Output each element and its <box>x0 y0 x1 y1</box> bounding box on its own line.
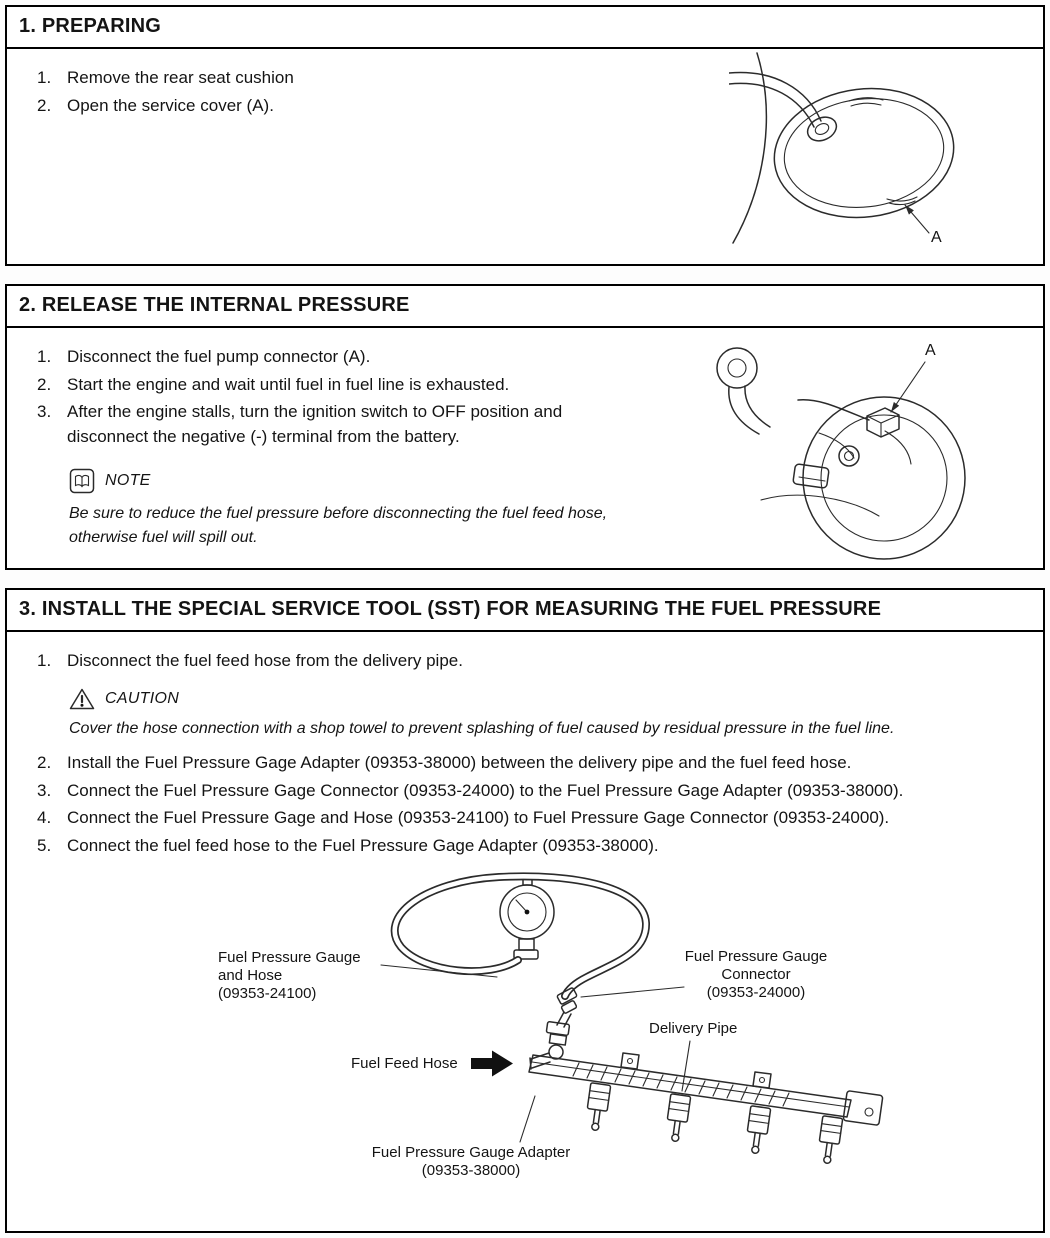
fuel-feed-arrow-icon <box>471 1050 513 1077</box>
section-3-body: 1. Disconnect the fuel feed hose from th… <box>7 632 1043 1231</box>
service-cover-figure: A <box>728 51 1039 256</box>
note-block: NOTE Be sure to reduce the fuel pressure… <box>69 468 1031 550</box>
section-release-pressure: 2. RELEASE THE INTERNAL PRESSURE 1. Disc… <box>5 284 1045 570</box>
note-label: NOTE <box>105 471 151 489</box>
step-text: Disconnect the fuel pump connector (A). <box>67 347 371 366</box>
step: 3. After the engine stalls, turn the ign… <box>37 400 631 449</box>
label-delivery-pipe: Delivery Pipe <box>649 1019 738 1037</box>
gauge-adapter <box>529 1020 571 1070</box>
section-3-steps-a: 1. Disconnect the fuel feed hose from th… <box>19 649 1031 674</box>
service-cover-drawing <box>728 52 955 244</box>
section-1-title: 1. PREPARING <box>7 7 1043 49</box>
step-text: Connect the Fuel Pressure Gage and Hose … <box>67 808 890 828</box>
injector <box>586 1082 844 1164</box>
step-number: 4. <box>37 808 52 828</box>
fuel-pump-figure: A <box>699 338 1039 560</box>
section-3-steps-b: 2. Install the Fuel Pressure Gage Adapte… <box>19 751 1031 859</box>
section-install-sst: 3. INSTALL THE SPECIAL SERVICE TOOL (SST… <box>5 587 1045 1233</box>
step-text: Open the service cover (A). <box>67 95 274 115</box>
step-text: Connect the Fuel Pressure Gage Connector… <box>67 780 904 800</box>
gauge-connector <box>556 987 578 1028</box>
step-text: Start the engine and wait until fuel in … <box>67 374 510 394</box>
section-2-title: 2. RELEASE THE INTERNAL PRESSURE <box>7 286 1043 328</box>
note-text: Be sure to reduce the fuel pressure befo… <box>69 504 608 546</box>
section-2-steps: 1. Disconnect the fuel pump connector (A… <box>19 345 631 450</box>
callout-a: A <box>925 342 936 359</box>
fuel-pressure-gauge <box>499 877 555 960</box>
step-number: 2. <box>37 753 52 773</box>
step-number: 2. <box>37 95 52 115</box>
step: 1. Disconnect the fuel feed hose from th… <box>37 649 1031 674</box>
step: 2. Open the service cover (A). <box>37 94 639 119</box>
step: 2. Install the Fuel Pressure Gage Adapte… <box>37 751 1031 776</box>
leader-lines <box>380 964 691 1143</box>
note-icon <box>69 468 95 493</box>
section-1-body: 1. Remove the rear seat cushion 2. Open … <box>7 49 1043 264</box>
step: 2. Start the engine and wait until fuel … <box>37 373 631 398</box>
step-number: 2. <box>37 374 52 394</box>
step-text: Connect the fuel feed hose to the Fuel P… <box>67 836 659 856</box>
section-1-steps: 1. Remove the rear seat cushion 2. Open … <box>19 66 639 118</box>
note-header: NOTE <box>69 468 1031 494</box>
step-number: 1. <box>37 68 52 87</box>
delivery-pipe <box>528 1052 884 1126</box>
caution-text: Cover the hose connection with a shop to… <box>69 720 895 738</box>
gauge-hose <box>390 872 651 1000</box>
label-gauge-connector: Fuel Pressure Gauge Connector (09353-240… <box>684 947 828 1002</box>
label-gauge-adapter: Fuel Pressure Gauge Adapter (09353-38000… <box>371 1143 571 1180</box>
step: 1. Remove the rear seat cushion <box>37 66 639 91</box>
step: 3. Connect the Fuel Pressure Gage Connec… <box>37 779 1031 804</box>
section-2-body: 1. Disconnect the fuel pump connector (A… <box>7 328 1043 568</box>
step: 1. Disconnect the fuel pump connector (A… <box>37 345 631 370</box>
step-text: After the engine stalls, turn the igniti… <box>67 402 563 446</box>
label-fuel-feed-hose: Fuel Feed Hose <box>351 1054 458 1072</box>
fuel-pump-drawing <box>716 347 966 560</box>
step-number: 3. <box>37 402 52 422</box>
sst-diagram: Fuel Pressure Gauge and Hose (09353-2410… <box>19 865 1031 1217</box>
sst-drawing <box>380 872 884 1164</box>
caution-label: CAUTION <box>105 690 180 708</box>
step: 4. Connect the Fuel Pressure Gage and Ho… <box>37 806 1031 831</box>
step-number: 5. <box>37 836 52 856</box>
step-text: Install the Fuel Pressure Gage Adapter (… <box>67 753 852 773</box>
section-preparing: 1. PREPARING 1. Remove the rear seat cus… <box>5 5 1045 266</box>
caution-header: CAUTION <box>69 687 1031 711</box>
step-number: 1. <box>37 347 52 366</box>
callout-a: A <box>931 229 942 246</box>
label-gauge-and-hose: Fuel Pressure Gauge and Hose (09353-2410… <box>218 948 361 1003</box>
caution-block: CAUTION Cover the hose connection with a… <box>69 687 1031 741</box>
section-3-title: 3. INSTALL THE SPECIAL SERVICE TOOL (SST… <box>7 590 1043 632</box>
caution-icon <box>69 688 95 710</box>
step-text: Disconnect the fuel feed hose from the d… <box>67 650 463 670</box>
step: 5. Connect the fuel feed hose to the Fue… <box>37 834 1031 859</box>
step-number: 1. <box>37 650 52 670</box>
step-text: Remove the rear seat cushion <box>67 68 294 87</box>
step-number: 3. <box>37 780 52 800</box>
